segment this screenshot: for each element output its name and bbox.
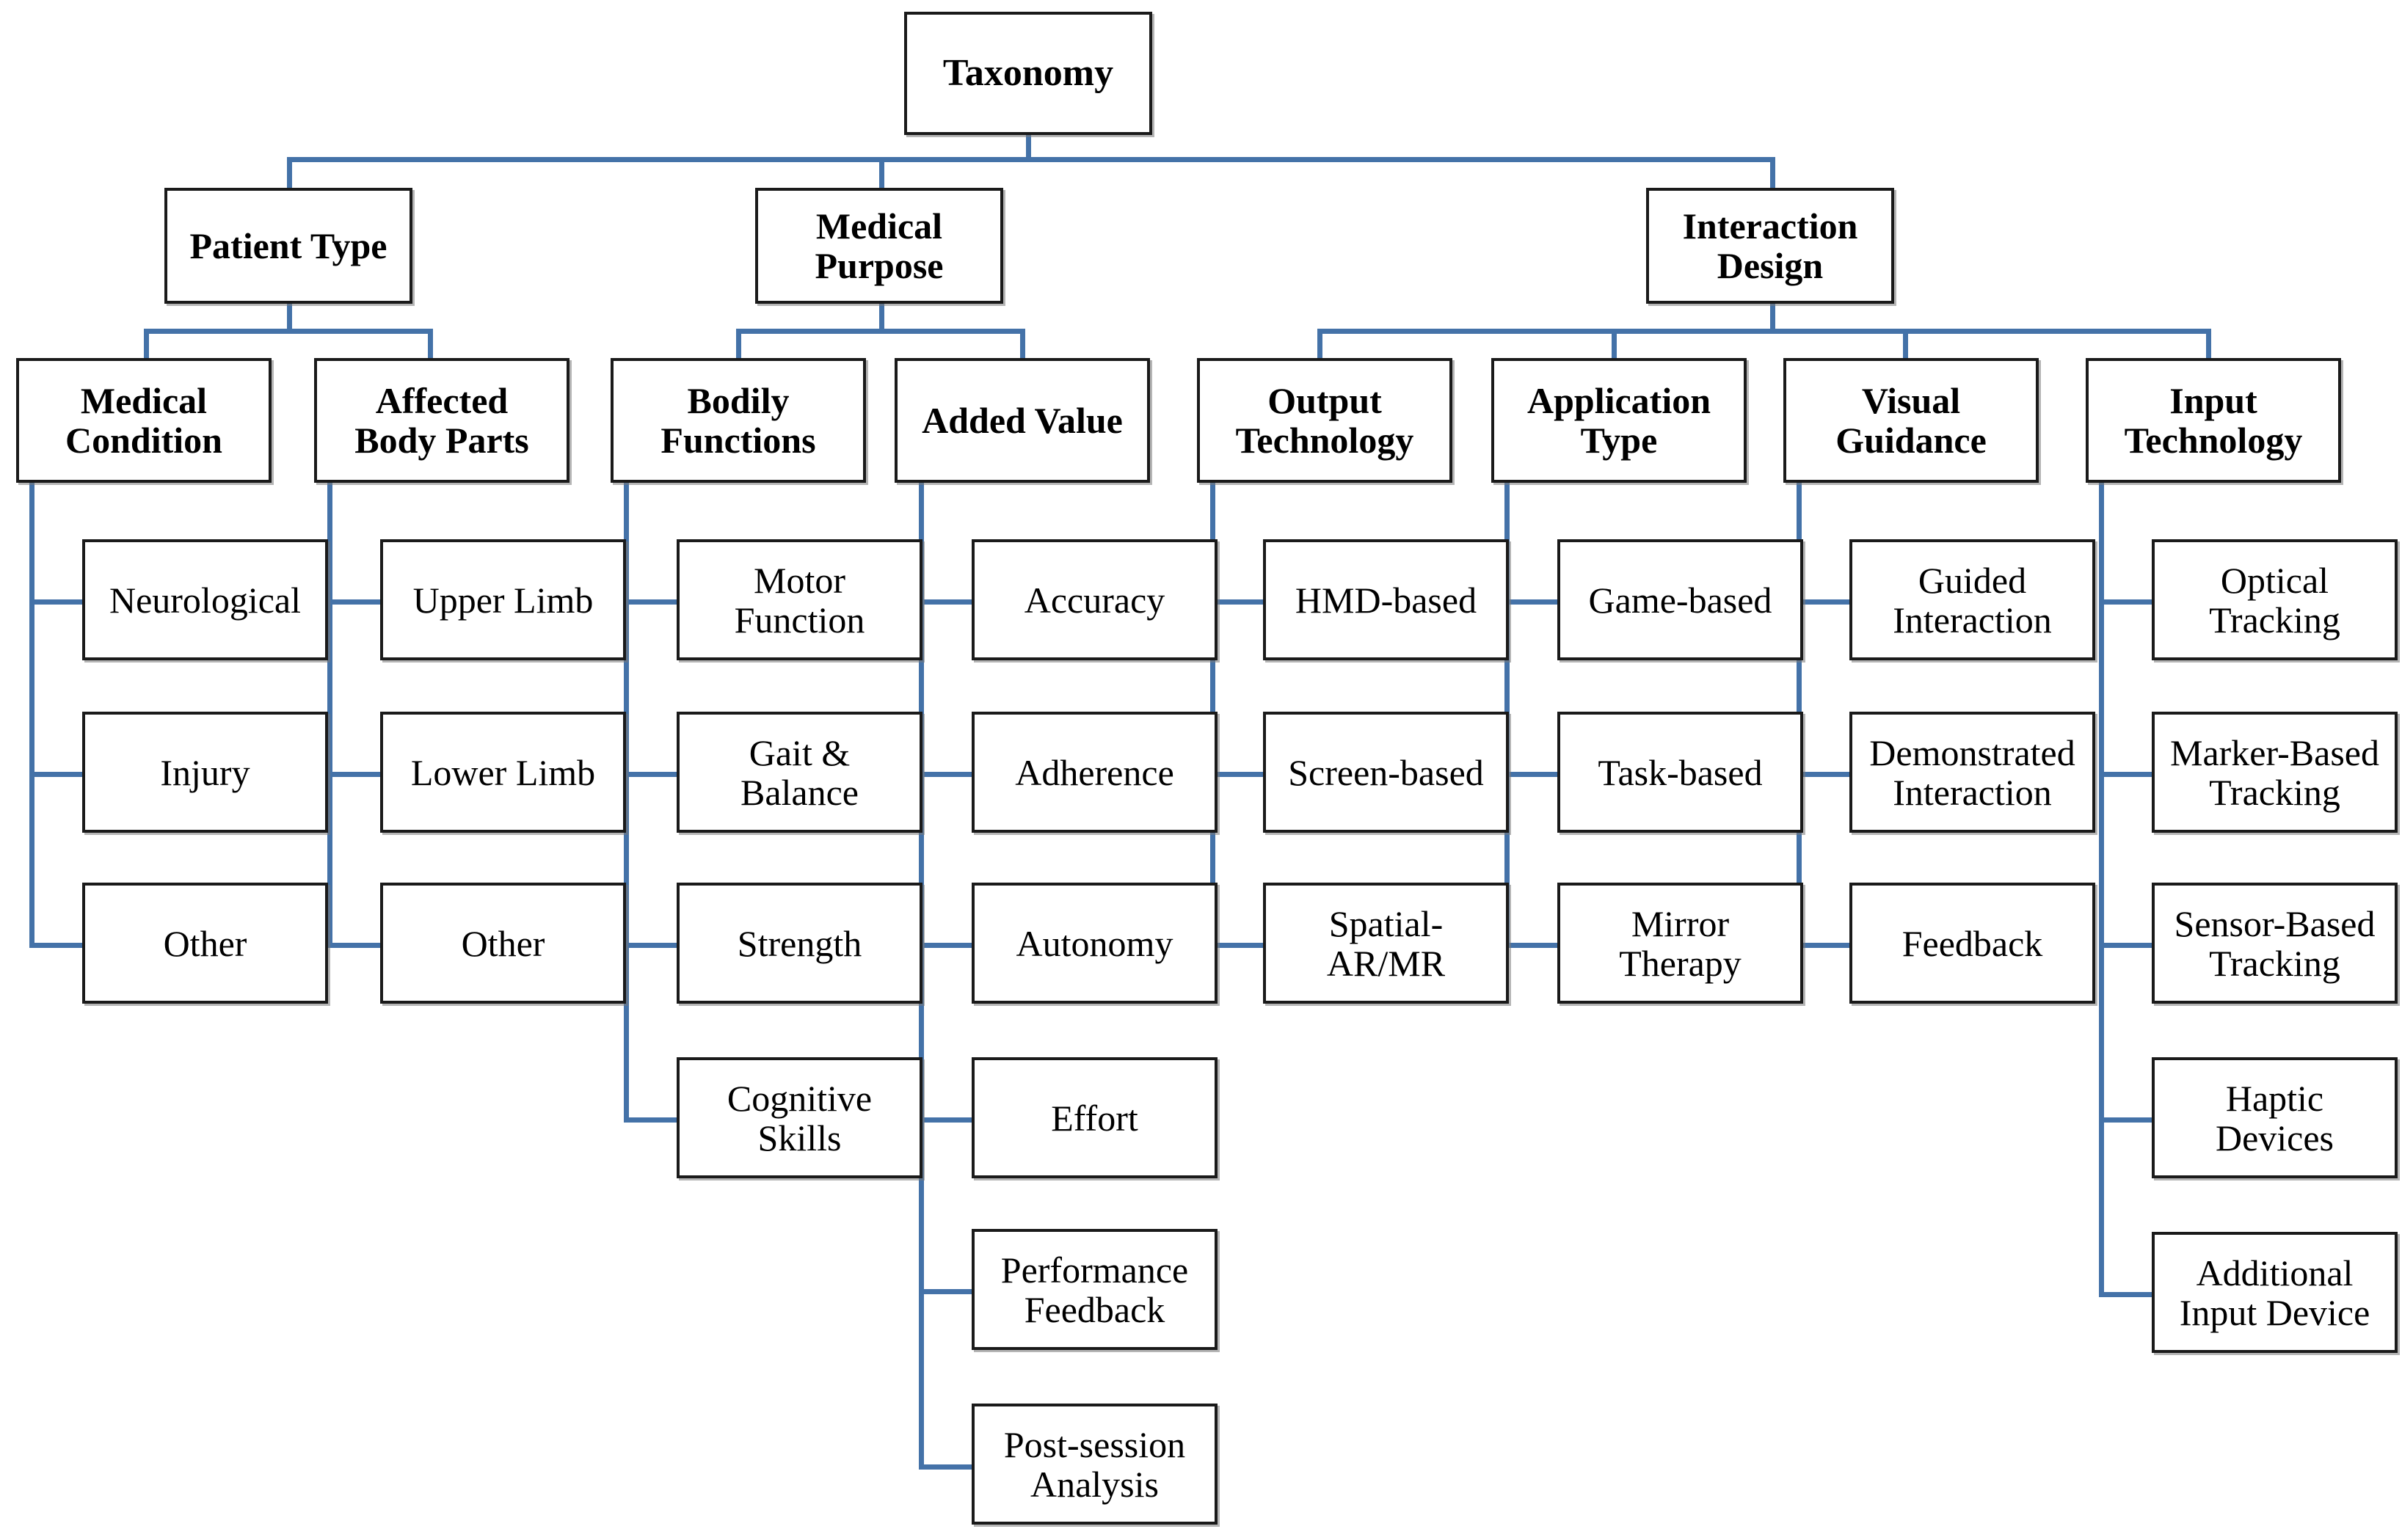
connector-stub-performance-feedback [919,1289,974,1294]
node-patient-type: Patient Type [164,188,412,304]
connector-to-visual-guidance [1903,329,1908,358]
leaf-haptic-devices: Haptic Devices [2152,1057,2398,1178]
leaf-gait-balance: Gait & Balance [677,712,922,833]
connector-medical-purpose-bus [736,329,1025,334]
leaf-task-based: Task-based [1557,712,1803,833]
leaf-marker-based-tracking: Marker-Based Tracking [2152,712,2398,833]
connector-medical-purpose-drop [879,304,884,332]
leaf-performance-feedback: Performance Feedback [972,1229,1218,1350]
node-taxonomy-root: Taxonomy [904,12,1152,135]
connector-stub-other-condition [29,943,84,948]
connector-to-bodily-functions [736,329,741,358]
node-medical-condition: Medical Condition [16,358,272,483]
connector-interaction-design-drop [1770,304,1775,332]
connector-to-added-value [1020,329,1025,358]
leaf-mirror-therapy: Mirror Therapy [1557,883,1803,1004]
connector-stub-game-based [1504,599,1560,605]
leaf-neurological: Neurological [82,539,328,660]
leaf-sensor-based-tracking: Sensor-Based Tracking [2152,883,2398,1004]
node-medical-purpose: Medical Purpose [755,188,1003,304]
leaf-post-session-analysis: Post-session Analysis [972,1404,1218,1525]
connector-stub-autonomy [919,943,974,948]
leaf-adherence: Adherence [972,712,1218,833]
connector-stub-adherence [919,772,974,777]
connector-stub-gait-balance [624,772,679,777]
connector-to-application-type [1612,329,1617,358]
connector-stub-hmd-based [1210,599,1265,605]
connector-patient-type-drop [287,304,292,332]
connector-to-medical-condition [144,329,149,358]
connector-to-input-technology [2206,329,2211,358]
leaf-upper-limb: Upper Limb [380,539,626,660]
leaf-motor-function: Motor Function [677,539,922,660]
leaf-spatial-ar-mr: Spatial- AR/MR [1263,883,1509,1004]
connector-stub-marker-based-tracking [2099,772,2154,777]
connector-root-to-medical-purpose [879,157,884,189]
connector-to-affected-body-parts [428,329,433,358]
node-visual-guidance: Visual Guidance [1783,358,2039,483]
leaf-other-body-part: Other [380,883,626,1004]
connector-spine-bodily-functions [624,483,629,1123]
connector-stub-accuracy [919,599,974,605]
connector-stub-post-session-analysis [919,1464,974,1470]
node-input-technology: Input Technology [2086,358,2341,483]
leaf-other-condition: Other [82,883,328,1004]
node-interaction-design: Interaction Design [1646,188,1894,304]
connector-stub-lower-limb [327,772,382,777]
leaf-demonstrated-interaction: Demonstrated Interaction [1849,712,2095,833]
connector-stub-injury [29,772,84,777]
node-bodily-functions: Bodily Functions [611,358,866,483]
connector-stub-screen-based [1210,772,1265,777]
connector-stub-optical-tracking [2099,599,2154,605]
connector-patient-type-bus [144,329,433,334]
node-application-type: Application Type [1491,358,1747,483]
connector-spine-input-technology [2099,483,2104,1297]
connector-spine-medical-condition [29,483,34,948]
connector-stub-cognitive-skills [624,1117,679,1123]
node-added-value: Added Value [895,358,1150,483]
leaf-hmd-based: HMD-based [1263,539,1509,660]
leaf-effort: Effort [972,1057,1218,1178]
leaf-optical-tracking: Optical Tracking [2152,539,2398,660]
connector-root-to-interaction-design [1770,157,1775,189]
connector-stub-sensor-based-tracking [2099,943,2154,948]
leaf-autonomy: Autonomy [972,883,1218,1004]
leaf-additional-input-device: Additional Input Device [2152,1232,2398,1353]
connector-stub-neurological [29,599,84,605]
connector-stub-upper-limb [327,599,382,605]
node-output-technology: Output Technology [1197,358,1452,483]
connector-stub-haptic-devices [2099,1117,2154,1123]
leaf-strength: Strength [677,883,922,1004]
leaf-cognitive-skills: Cognitive Skills [677,1057,922,1178]
connector-stub-strength [624,943,679,948]
connector-spine-affected-body-parts [327,483,332,948]
leaf-injury: Injury [82,712,328,833]
connector-stub-guided-interaction [1797,599,1852,605]
connector-root-drop [1026,135,1031,158]
leaf-lower-limb: Lower Limb [380,712,626,833]
connector-stub-effort [919,1117,974,1123]
connector-stub-demonstrated-interaction [1797,772,1852,777]
connector-stub-other-body-part [327,943,382,948]
connector-stub-feedback [1797,943,1852,948]
connector-stub-motor-function [624,599,679,605]
leaf-game-based: Game-based [1557,539,1803,660]
connector-stub-spatial-ar-mr [1210,943,1265,948]
connector-interaction-design-bus [1317,329,2211,334]
leaf-accuracy: Accuracy [972,539,1218,660]
leaf-feedback: Feedback [1849,883,2095,1004]
connector-stub-additional-input-device [2099,1292,2154,1297]
connector-stub-task-based [1504,772,1560,777]
node-affected-body-parts: Affected Body Parts [314,358,569,483]
connector-to-output-technology [1317,329,1322,358]
connector-root-to-patient-type [287,157,292,189]
leaf-screen-based: Screen-based [1263,712,1509,833]
connector-stub-mirror-therapy [1504,943,1560,948]
leaf-guided-interaction: Guided Interaction [1849,539,2095,660]
connector-root-bus [287,157,1775,162]
